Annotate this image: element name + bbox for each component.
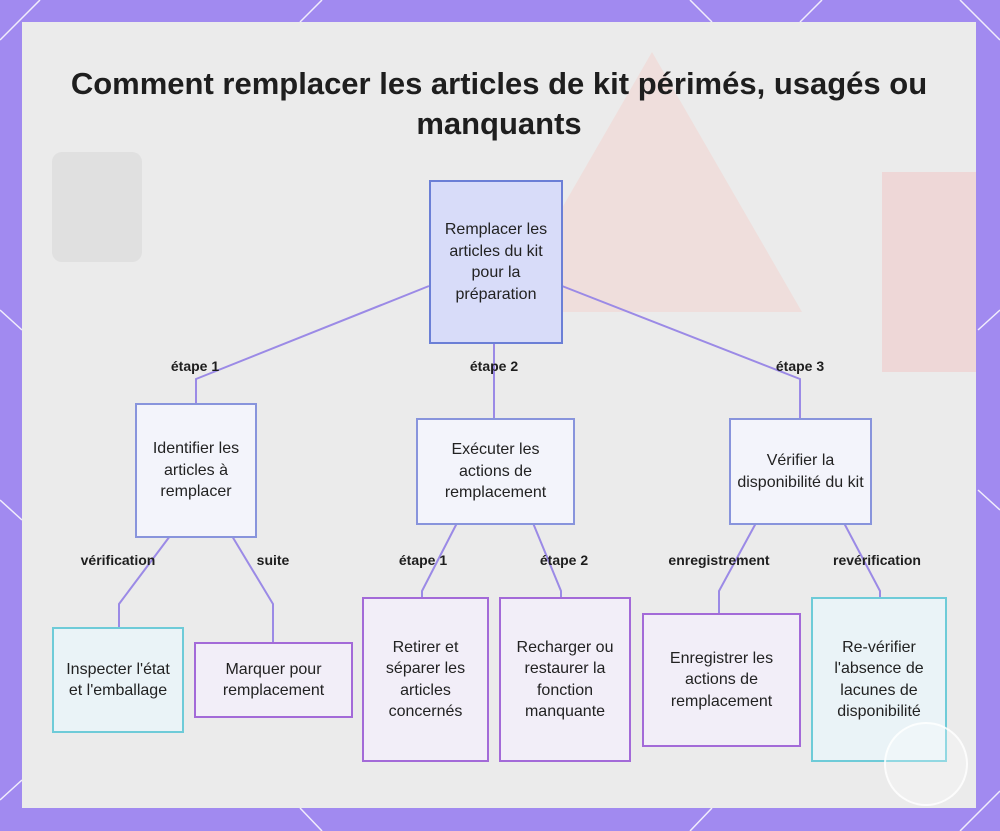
node-recheck: Re-vérifier l'absence de lacunes de disp…	[811, 597, 947, 762]
edge-identify-mark	[231, 535, 274, 643]
background-dark-shape	[52, 152, 142, 262]
connector-lines	[118, 285, 881, 643]
background-cross-shape	[882, 172, 976, 372]
edge-verify-recheck	[843, 522, 881, 598]
edge-label-root-verify: étape 3	[775, 358, 825, 374]
edge-identify-inspect	[118, 535, 171, 628]
node-record: Enregistrer les actions de remplacement	[642, 613, 801, 747]
edge-label-verify-record: enregistrement	[668, 552, 770, 568]
edge-label-execute-recharge: étape 2	[539, 552, 589, 568]
node-identify: Identifier les articles à remplacer	[135, 403, 257, 538]
edge-root-verify	[561, 285, 801, 419]
node-execute: Exécuter les actions de remplacement	[416, 418, 575, 525]
edge-label-root-identify: étape 1	[170, 358, 220, 374]
node-mark: Marquer pour remplacement	[194, 642, 353, 718]
node-recharge: Recharger ou restaurer la fonction manqu…	[499, 597, 631, 762]
edge-verify-record	[718, 522, 757, 614]
edge-execute-recharge	[532, 522, 562, 598]
page-title: Comment remplacer les articles de kit pé…	[70, 66, 928, 141]
watermark-logo	[884, 722, 968, 806]
edge-root-identify	[195, 285, 430, 404]
edge-execute-remove	[421, 522, 458, 598]
edge-label-execute-remove: étape 1	[398, 552, 448, 568]
node-root: Remplacer les articles du kit pour la pr…	[429, 180, 563, 344]
edge-label-verify-recheck: revérification	[833, 552, 921, 568]
edge-label-identify-mark: suite	[256, 552, 290, 568]
node-inspect: Inspecter l'état et l'emballage	[52, 627, 184, 733]
edge-label-root-execute: étape 2	[469, 358, 519, 374]
diagram-panel: Comment remplacer les articles de kit pé…	[22, 22, 976, 808]
node-verify: Vérifier la disponibilité du kit	[729, 418, 872, 525]
edge-label-identify-inspect: vérification	[80, 552, 156, 568]
node-remove: Retirer et séparer les articles concerné…	[362, 597, 489, 762]
